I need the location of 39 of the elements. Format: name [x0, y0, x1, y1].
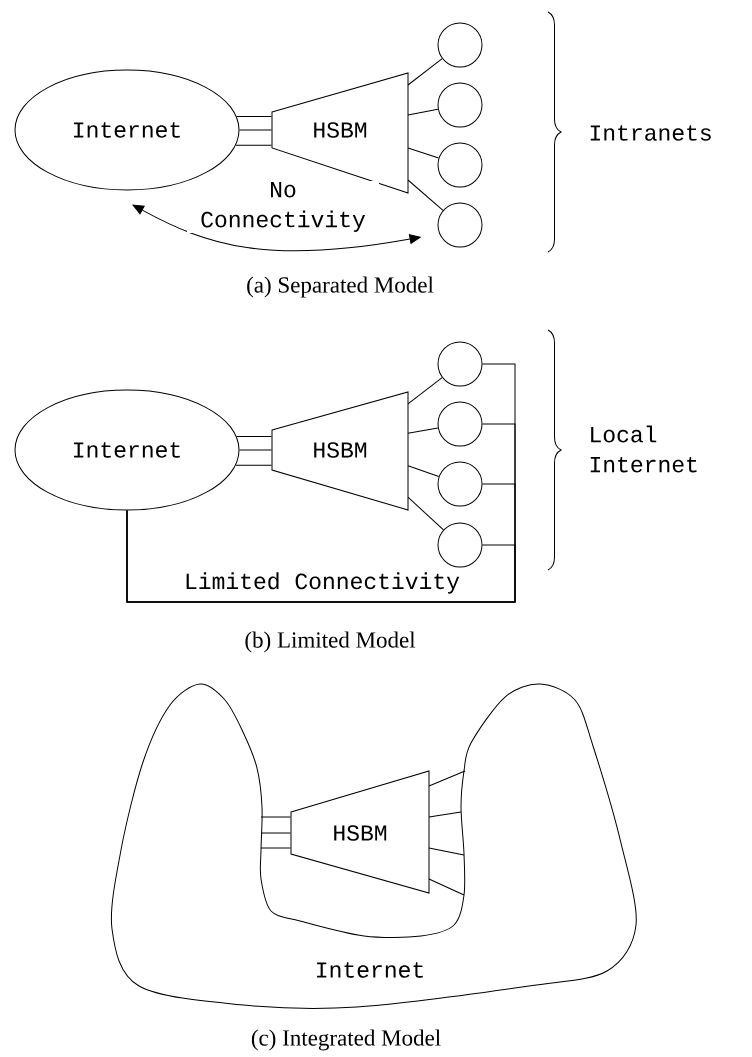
- circle-symbol: [437, 401, 483, 447]
- connector-line: [428, 878, 465, 896]
- circle-symbol: [437, 22, 483, 68]
- connector-line: [407, 377, 443, 405]
- circle-symbol: [437, 202, 483, 248]
- circle-symbol: [437, 461, 483, 507]
- circle-symbol: [437, 522, 483, 568]
- connector-line: [260, 832, 291, 834]
- circle-symbol: [437, 142, 483, 188]
- connector-line: [407, 179, 444, 211]
- circle-symbol: [437, 341, 483, 387]
- connector-line: [407, 496, 444, 531]
- connector-line: [239, 129, 272, 131]
- connector-line: [428, 811, 462, 818]
- connector-line: [239, 449, 272, 451]
- connector-line: [260, 816, 291, 818]
- arrow: [132, 204, 421, 252]
- trapezoid-box: HSBM: [271, 391, 409, 511]
- edge-label: Limited Connectivity: [183, 571, 462, 595]
- brace-label: Intranets: [590, 125, 711, 141]
- connector-line: [407, 465, 440, 478]
- brace-label: Local Internet: [590, 425, 697, 473]
- connector-line: [428, 770, 466, 787]
- connector-line: [407, 108, 439, 116]
- connector-line: [235, 144, 272, 146]
- connector-line: [126, 510, 516, 603]
- circle-symbol: [437, 82, 483, 128]
- connector-line: [407, 58, 443, 86]
- connector-line: [235, 464, 272, 466]
- caption: (a) Separated Model: [247, 276, 434, 298]
- connector-line: [428, 847, 465, 856]
- connector-line: [236, 116, 272, 118]
- connector-line: [407, 147, 440, 159]
- connector-line: [407, 427, 439, 434]
- edge-label: No Connectivity: [187, 181, 379, 233]
- connector-line: [236, 436, 272, 438]
- trapezoid-box: HSBM: [290, 770, 430, 894]
- caption: (b) Limited Model: [245, 631, 416, 653]
- connector-line: [260, 847, 291, 849]
